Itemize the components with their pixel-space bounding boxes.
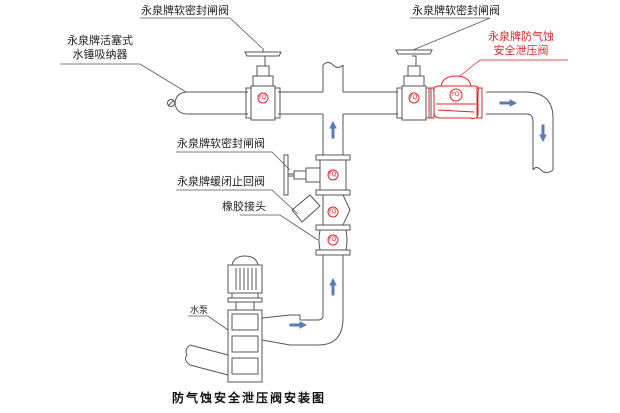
valve-badge: YQ — [451, 91, 460, 98]
valve-badge: YQ — [409, 94, 418, 101]
arrow-up-icon — [329, 277, 337, 296]
arrow-down-icon — [539, 124, 547, 143]
valve-badge: YQ — [328, 208, 337, 215]
flow-arrows — [289, 99, 547, 329]
leader-lines — [60, 17, 568, 331]
gate-valve-top-left — [244, 48, 282, 121]
label-rubber-joint: 橡胶接头 — [222, 200, 266, 213]
label-line: 永泉牌活塞式 — [67, 34, 133, 47]
label-water-hammer-arrestor: 永泉牌活塞式 水锤吸纳器 — [62, 34, 138, 62]
valve-badge: YQ — [328, 236, 337, 243]
valve-badge: YQ — [328, 171, 337, 178]
arrow-up-icon — [329, 120, 337, 139]
label-line: 安全泄压阀 — [493, 44, 549, 57]
anti-cavitation-relief-valve — [428, 75, 483, 120]
arrow-right-icon — [289, 321, 308, 329]
gate-valve-top-right — [395, 49, 433, 121]
water-pump — [185, 255, 301, 383]
valve-badge: YQ — [258, 94, 267, 101]
label-gate-valve-middle: 永泉牌软密封闸阀 — [177, 137, 265, 150]
arrow-right-icon — [499, 99, 518, 107]
label-anti-cavitation-valve: 永泉牌防气蚀 安全泄压阀 — [474, 30, 568, 58]
label-line: 水锤吸纳器 — [72, 48, 128, 61]
label-gate-valve-top-right: 永泉牌软密封闸阀 — [412, 4, 500, 17]
branch-pipe — [283, 154, 351, 346]
label-slow-close-check-valve: 永泉牌缓闭止回阀 — [177, 175, 265, 188]
pressure-gauge-icon — [167, 99, 175, 107]
label-gate-valve-top-left: 永泉牌软密封闸阀 — [141, 4, 229, 17]
label-pump: 水泵 — [190, 306, 209, 316]
main-pipe — [174, 62, 554, 173]
label-line: 永泉牌防气蚀 — [488, 30, 554, 43]
diagram-title: 防气蚀安全泄压阀安装图 — [172, 391, 327, 405]
